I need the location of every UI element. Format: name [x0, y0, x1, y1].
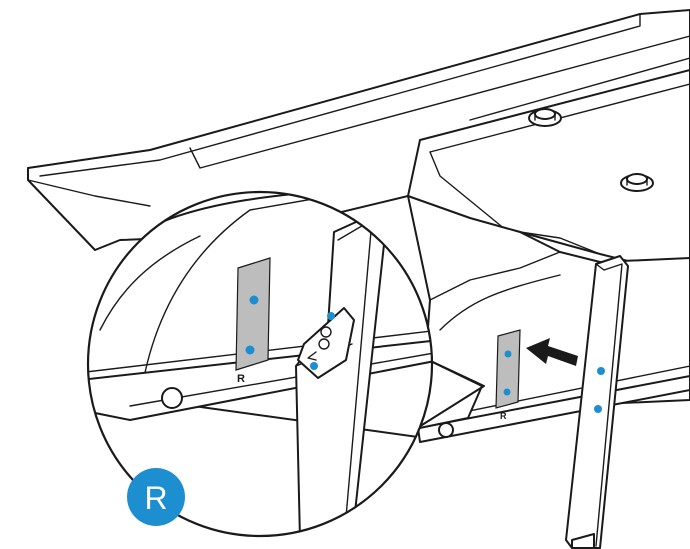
screw-hole-icon [504, 350, 512, 358]
screw-hole-icon [249, 295, 259, 305]
stand-leg [565, 255, 629, 549]
plate-mark-zoom: R [237, 373, 245, 385]
mount-boss [528, 108, 562, 127]
callout-badge-label: R [144, 480, 167, 516]
callout-badge: R [127, 468, 185, 526]
screw-hole-icon [597, 367, 605, 375]
tv-back-panel [27, 9, 690, 443]
zoom-callout: R [86, 190, 434, 538]
screw-hole-icon [503, 388, 511, 396]
screw-hole-icon [245, 345, 255, 355]
keyhole-icon [307, 326, 332, 361]
arrow-insert-icon [526, 338, 578, 366]
plate-mark-main: R [500, 411, 507, 421]
screw-hole-icon [594, 405, 602, 413]
bracket-plate-main: R [495, 329, 521, 421]
mount-boss [620, 173, 654, 192]
screw-hole-icon [327, 312, 335, 320]
screw-hole-icon [310, 362, 318, 370]
